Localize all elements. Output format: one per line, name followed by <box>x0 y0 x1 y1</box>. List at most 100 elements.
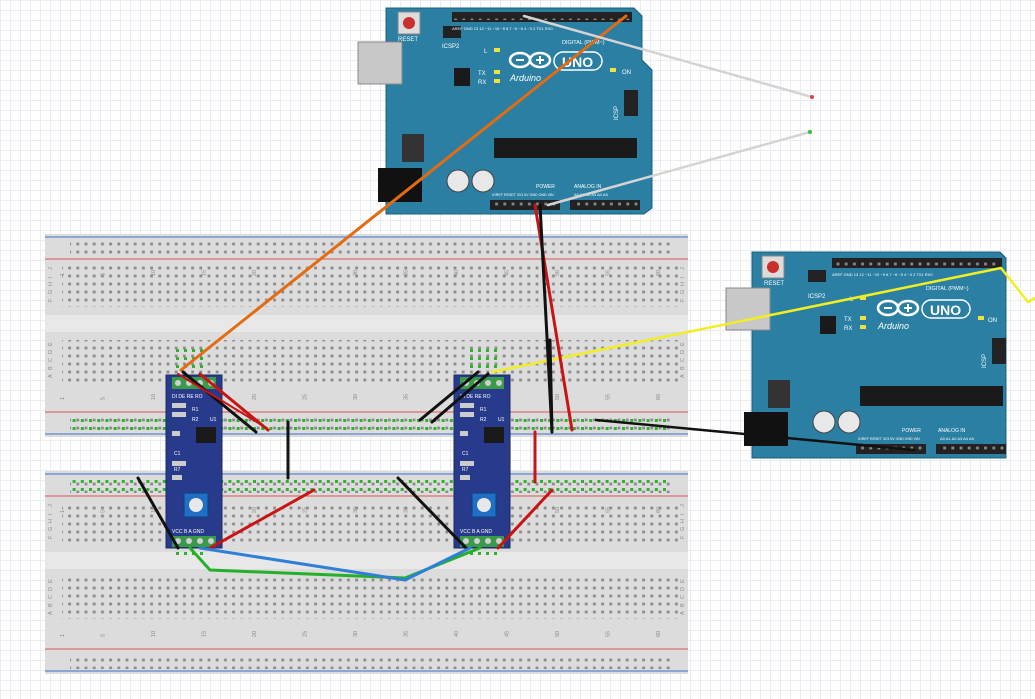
connected-hole <box>408 427 412 430</box>
wire-red[interactable] <box>496 488 554 550</box>
wire-blue[interactable] <box>198 546 472 582</box>
wire-white[interactable] <box>522 14 814 99</box>
led-rx-label: RX <box>844 326 852 332</box>
led-l-label: L <box>850 297 854 303</box>
connected-hole <box>376 419 379 422</box>
row-letter: F <box>48 298 54 302</box>
connected-hole <box>384 419 388 422</box>
connected-hole <box>318 480 322 483</box>
connected-hole <box>228 419 232 422</box>
arduino-uno-right[interactable]: RESET ICSP2 DIGITAL (PWM~) AREF GND 13 1… <box>725 251 1007 459</box>
connected-hole <box>392 427 396 430</box>
wire-red[interactable] <box>198 372 270 432</box>
column-number: 60 <box>656 394 662 400</box>
connected-hole <box>80 427 84 430</box>
connected-hole <box>318 427 322 430</box>
connected-hole <box>277 427 281 430</box>
part-label: R2 <box>192 417 199 423</box>
connected-hole <box>269 480 273 483</box>
wire-black[interactable] <box>538 203 554 434</box>
wire-black[interactable] <box>136 476 180 550</box>
connected-hole <box>113 488 117 491</box>
arduino-infinity-logo <box>508 51 552 69</box>
connected-hole <box>105 488 109 491</box>
smd-capacitor <box>460 431 468 436</box>
column-number: 15 <box>201 631 207 637</box>
connected-hole <box>597 488 601 491</box>
connected-hole <box>130 419 133 422</box>
connected-hole <box>540 419 543 422</box>
connected-hole <box>663 480 666 483</box>
wire-black[interactable] <box>594 418 916 452</box>
rs485-module-right[interactable]: DI DE RE RO U1 C1 R7 R1 R2 VCC B A GND <box>453 374 511 549</box>
rs485-top-pin-labels: DI DE RE RO <box>172 394 203 400</box>
row-letter: B <box>680 366 686 370</box>
connected-hole <box>146 427 150 430</box>
analog-label: ANALOG IN <box>574 184 602 190</box>
connected-hole <box>622 480 625 483</box>
analog-label: ANALOG IN <box>938 428 966 434</box>
reset-label: RESET <box>764 281 784 287</box>
wire-black[interactable] <box>181 370 258 434</box>
connected-hole <box>367 488 371 491</box>
row-letter: D <box>48 587 54 591</box>
power-header-pins <box>492 202 558 208</box>
reset-button-cap[interactable] <box>403 17 415 29</box>
row-letter: C <box>680 358 686 362</box>
connected-hole <box>72 419 76 422</box>
row-letter: E <box>48 342 54 346</box>
rs485-chip <box>196 427 216 443</box>
rs485-module-left[interactable]: DI DE RE RO U1 C1 R7 R1 R2 VCC B A GND <box>165 374 223 549</box>
column-number: 40 <box>454 270 460 276</box>
wire-red[interactable] <box>177 373 261 425</box>
connected-hole <box>277 480 281 483</box>
row-letter: D <box>680 587 686 591</box>
connected-hole <box>384 427 388 430</box>
connected-hole <box>285 419 289 422</box>
connected-hole <box>244 427 248 430</box>
smd-resistor <box>172 403 186 408</box>
icsp2-label: ICSP2 <box>442 44 460 50</box>
wire-black[interactable] <box>418 370 480 422</box>
connected-hole <box>486 552 489 555</box>
connected-hole <box>564 488 568 491</box>
column-number: 10 <box>151 507 157 513</box>
connected-hole <box>176 365 179 368</box>
connected-hole <box>154 480 158 483</box>
connected-hole <box>146 480 150 483</box>
connected-hole <box>105 480 109 483</box>
connected-hole <box>638 427 642 430</box>
connected-hole <box>515 488 519 491</box>
smd-resistor <box>460 403 474 408</box>
connected-hole <box>176 552 179 555</box>
wires[interactable] <box>136 14 1035 582</box>
wire-end-red[interactable] <box>810 95 814 99</box>
connected-hole <box>162 480 166 483</box>
row-letter: F <box>680 535 686 539</box>
led-on <box>978 316 984 320</box>
wire-yellow[interactable] <box>490 266 1035 374</box>
led-tx <box>494 70 500 74</box>
wire-white[interactable] <box>546 130 812 207</box>
connected-hole <box>192 349 195 352</box>
connected-hole <box>425 480 429 483</box>
row-letter: D <box>680 350 686 354</box>
smd-capacitor <box>172 431 180 436</box>
connected-hole <box>392 480 396 483</box>
connected-hole <box>359 427 363 430</box>
reset-button-cap[interactable] <box>767 261 779 273</box>
connected-hole <box>548 427 552 430</box>
wire-black[interactable] <box>430 372 490 424</box>
connected-hole <box>408 419 412 422</box>
wire-red[interactable] <box>208 488 316 550</box>
connected-hole <box>138 419 142 422</box>
connected-hole <box>236 427 240 430</box>
connected-hole <box>335 419 338 422</box>
pin-hole <box>197 538 203 544</box>
wire-orange[interactable] <box>179 14 628 372</box>
wire-black[interactable] <box>396 476 468 550</box>
column-number: 55 <box>605 394 611 400</box>
power-label: POWER <box>902 428 921 434</box>
wire-end-green[interactable] <box>808 130 812 134</box>
